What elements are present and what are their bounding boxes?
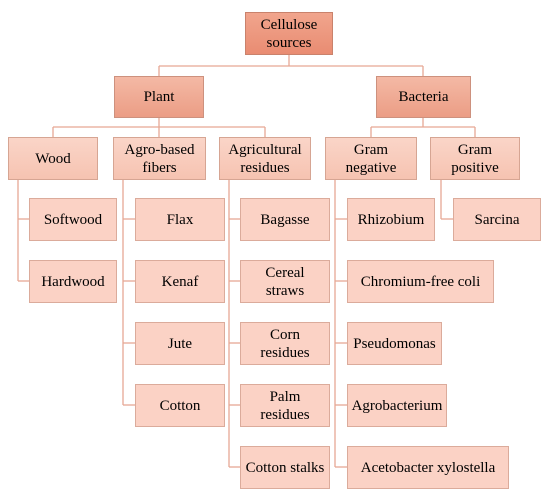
leaf-kenaf: Kenaf	[135, 260, 225, 303]
leaf-cotton-stalks: Cotton stalks	[240, 446, 330, 489]
leaf-jute: Jute	[135, 322, 225, 365]
node-gram-positive: Gram positive	[430, 137, 520, 180]
leaf-rhizobium: Rhizobium	[347, 198, 435, 241]
leaf-cotton: Cotton	[135, 384, 225, 427]
node-agro-based-fibers: Agro-based fibers	[113, 137, 206, 180]
leaf-bagasse: Bagasse	[240, 198, 330, 241]
node-cellulose-sources: Cellulose sources	[245, 12, 333, 55]
leaf-flax: Flax	[135, 198, 225, 241]
node-wood: Wood	[8, 137, 98, 180]
leaf-softwood: Softwood	[29, 198, 117, 241]
leaf-sarcina: Sarcina	[453, 198, 541, 241]
leaf-pseudomonas: Pseudomonas	[347, 322, 442, 365]
node-bacteria: Bacteria	[376, 76, 471, 118]
leaf-hardwood: Hardwood	[29, 260, 117, 303]
node-gram-negative: Gram negative	[325, 137, 417, 180]
leaf-acetobacter-xylostella: Acetobacter xylostella	[347, 446, 509, 489]
leaf-palm-residues: Palm residues	[240, 384, 330, 427]
leaf-agrobacterium: Agrobacterium	[347, 384, 447, 427]
leaf-chromium-free-coli: Chromium-free coli	[347, 260, 494, 303]
leaf-cereal-straws: Cereal straws	[240, 260, 330, 303]
leaf-corn-residues: Corn residues	[240, 322, 330, 365]
node-agricultural-residues: Agricultural residues	[219, 137, 311, 180]
node-plant: Plant	[114, 76, 204, 118]
